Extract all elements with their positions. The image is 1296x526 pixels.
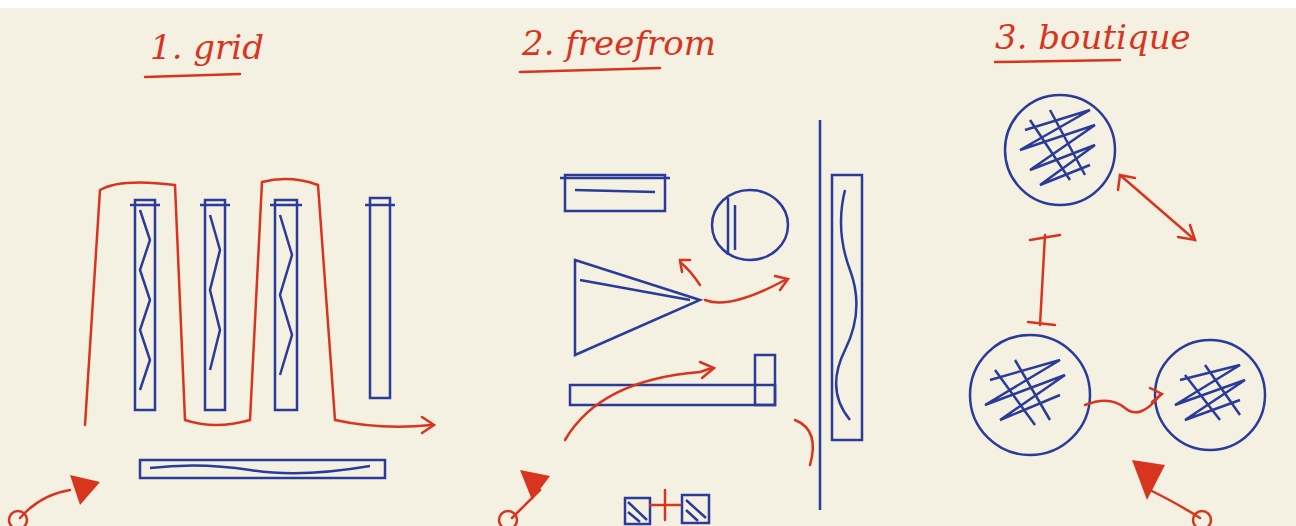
top-band [0,0,1296,8]
grid-shelves [130,198,395,478]
entrance-marker [1132,460,1165,500]
boutique-islands [970,95,1265,455]
entrance-marker [70,475,100,505]
freeform-paths [499,260,813,526]
layout-title: 1. grid [150,30,264,64]
layout-title: 3. boutique [995,20,1191,54]
boutique-paths [1028,175,1211,526]
grid-path [9,179,434,526]
entrance-marker [520,470,550,500]
freeform-fixtures [560,120,862,524]
layout-title: 2. freefrom [522,26,716,60]
title-underlines [145,60,1120,77]
